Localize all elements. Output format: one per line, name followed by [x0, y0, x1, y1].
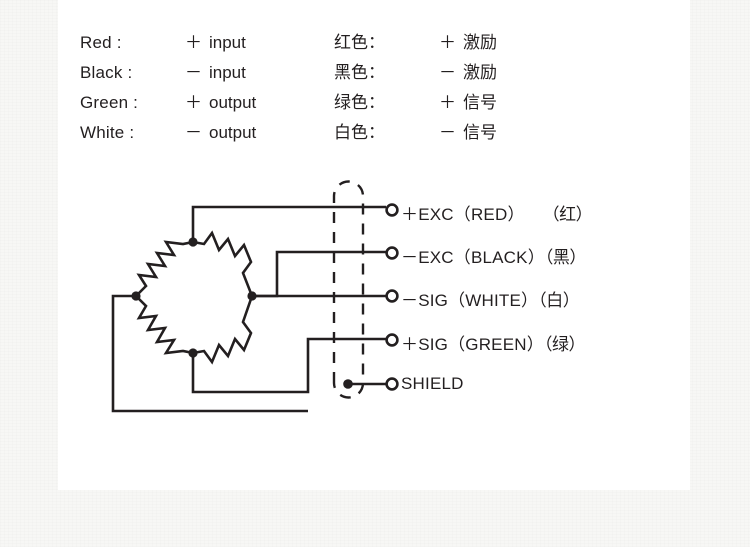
terminal-label-color-cn: （绿）	[543, 335, 586, 354]
resistor-top-left	[134, 240, 195, 298]
terminal-label-minus-sig: －SIG（WHITE）（白）	[401, 286, 580, 311]
legend-function-en: input	[209, 33, 246, 52]
legend-wire-name-cn: 白色：	[334, 123, 385, 142]
terminal-label-color-cn: （红）	[542, 205, 593, 224]
legend-function-cn: 信号	[463, 93, 497, 112]
node-bottom	[188, 348, 198, 358]
legend-wire-name-en: Green :	[80, 93, 139, 112]
legend-function-cn: 激励	[463, 33, 497, 52]
terminal-minus-exc[interactable]	[385, 246, 399, 260]
wire-color-legend: Red : ＋ input 红色： ＋ 激励 Black : － input 黑…	[80, 28, 600, 148]
bridge-junction-nodes	[131, 237, 353, 389]
legend-function-en: output	[209, 93, 257, 112]
legend-wire-name-cn: 红色：	[334, 33, 385, 52]
resistor-bottom-left	[134, 294, 195, 355]
legend-sign-cn: －	[439, 123, 456, 142]
terminal-label-main: SHIELD	[401, 374, 464, 393]
bridge-resistors	[134, 230, 254, 365]
terminal-plus-exc[interactable]	[385, 203, 399, 217]
resistor-top-right	[191, 230, 254, 298]
output-terminals	[385, 203, 399, 391]
wire-left-return	[111, 294, 308, 413]
terminal-stubs	[386, 208, 387, 386]
legend-wire-name-cn: 黑色：	[334, 63, 385, 82]
legend-wire-name-en: Red :	[80, 33, 122, 52]
legend-sign-en: －	[185, 63, 202, 82]
legend-sign-en: ＋	[185, 93, 202, 112]
terminal-plus-sig[interactable]	[385, 333, 399, 347]
legend-sign-en: －	[185, 123, 202, 142]
terminal-label-minus-exc: －EXC（BLACK）（黑）	[401, 243, 586, 268]
terminal-label-plus-exc: ＋EXC（RED） （红）	[401, 200, 593, 225]
node-shield-tap	[343, 379, 353, 389]
terminal-label-main: －EXC（BLACK）	[401, 248, 545, 267]
legend-sign-cn: －	[439, 63, 456, 82]
terminal-label-main: ＋EXC（RED）	[401, 205, 525, 224]
legend-row: Black : － input 黑色： － 激励	[80, 58, 600, 88]
terminal-label-main: －SIG（WHITE）	[401, 291, 539, 310]
shield-sleeve-path	[332, 180, 365, 399]
legend-function-cn: 激励	[463, 63, 497, 82]
terminal-minus-sig[interactable]	[385, 289, 399, 303]
wire-minus-exc	[252, 250, 386, 298]
legend-wire-name-cn: 绿色：	[334, 93, 385, 112]
terminal-label-main: ＋SIG（GREEN）	[401, 335, 544, 354]
legend-sign-cn: ＋	[439, 33, 456, 52]
terminal-label-plus-sig: ＋SIG（GREEN）（绿）	[401, 330, 585, 355]
legend-wire-name-en: White :	[80, 123, 135, 142]
legend-sign-en: ＋	[185, 33, 202, 52]
legend-sign-cn: ＋	[439, 93, 456, 112]
terminal-label-color-cn: （白）	[538, 291, 580, 310]
legend-function-en: output	[209, 123, 257, 142]
node-top	[188, 237, 198, 247]
legend-row: Green : ＋ output 绿色： ＋ 信号	[80, 88, 600, 118]
legend-row: White : － output 白色： － 信号	[80, 118, 600, 148]
cable-shield-outline	[332, 180, 365, 399]
terminal-label-color-cn: （黑）	[544, 248, 587, 267]
legend-function-cn: 信号	[463, 123, 497, 142]
terminal-label-shield: SHIELD	[401, 374, 464, 394]
node-right	[247, 291, 257, 301]
legend-row: Red : ＋ input 红色： ＋ 激励	[80, 28, 600, 58]
wire-plus-exc	[191, 205, 386, 242]
resistor-bottom-right	[191, 294, 254, 365]
content-panel	[58, 0, 690, 490]
terminal-shield[interactable]	[385, 377, 399, 391]
legend-wire-name-en: Black :	[80, 63, 133, 82]
legend-function-en: input	[209, 63, 246, 82]
node-left	[131, 291, 141, 301]
